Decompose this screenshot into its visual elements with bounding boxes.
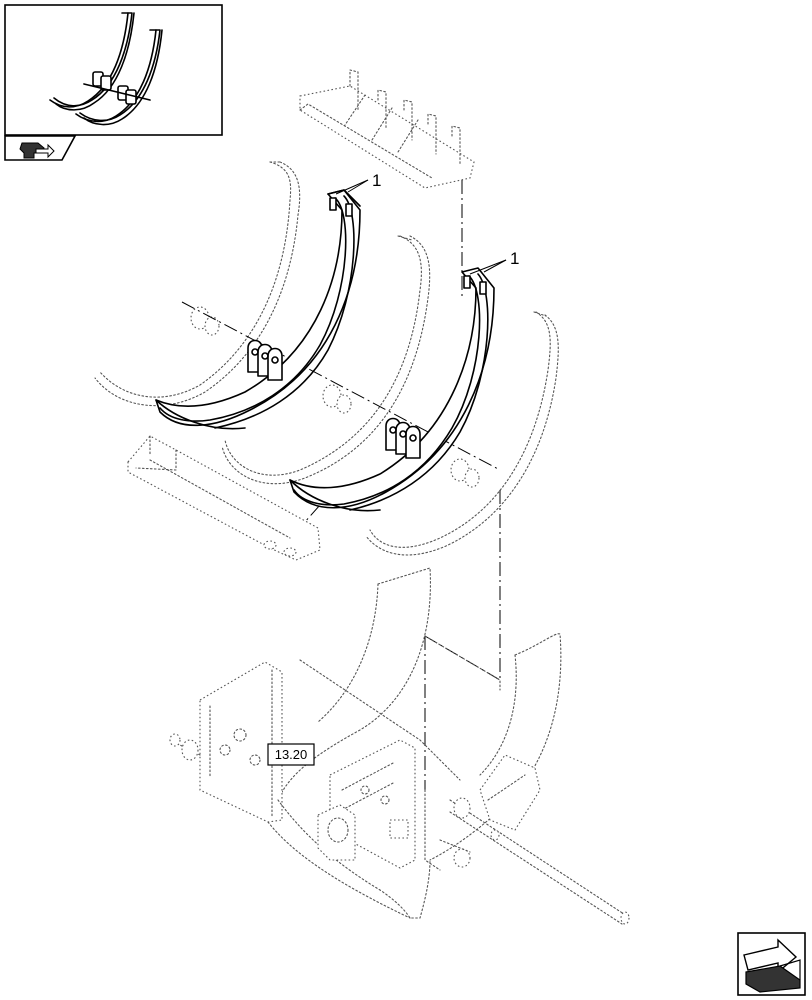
next-page-arrow-icon (743, 938, 801, 993)
reference-label-text: 13.20 (275, 747, 308, 762)
next-page-nav[interactable] (737, 932, 806, 996)
callout-item-left: 1 (335, 171, 381, 195)
reference-label[interactable]: 13.20 (267, 743, 315, 766)
left-rear-guide (94, 161, 301, 407)
thumbnail-nav-tab[interactable] (4, 135, 77, 161)
callout-item-right: 1 (469, 249, 519, 275)
cross-bar (127, 435, 321, 561)
wear-strap-left[interactable] (155, 189, 361, 430)
callout-label-left: 1 (372, 171, 381, 190)
top-mounting-plate (299, 69, 475, 189)
previous-page-arrow-icon (19, 142, 55, 159)
middle-guide (221, 235, 431, 485)
callout-label-right: 1 (510, 249, 519, 268)
overview-thumbnail[interactable] (4, 4, 223, 136)
wear-strap-right[interactable] (289, 267, 495, 512)
main-frame (169, 567, 631, 925)
right-guide (365, 311, 559, 556)
